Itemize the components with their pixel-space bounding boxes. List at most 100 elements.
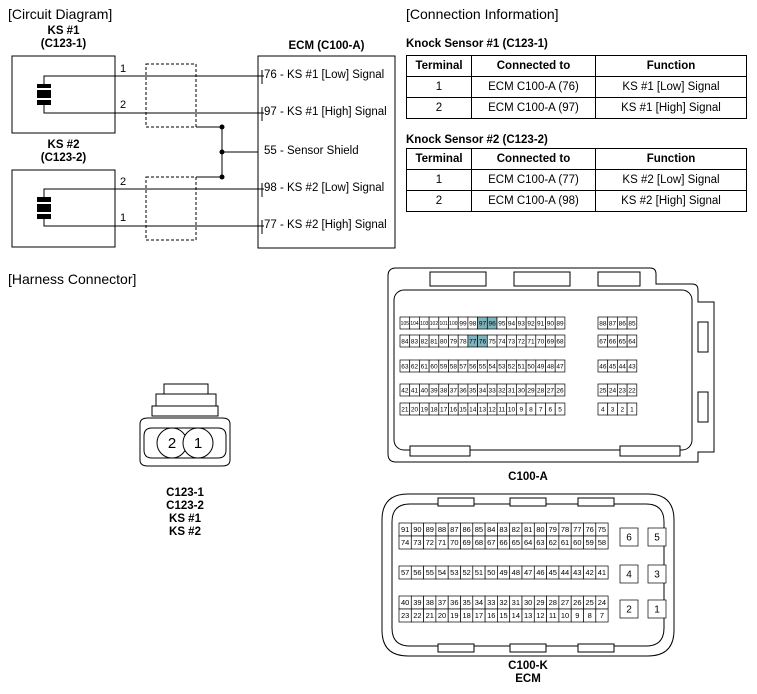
c100k-pin-50-label: 50	[487, 568, 495, 577]
c100k-pin-13-label: 13	[524, 611, 532, 620]
c100a-pin-97-label: 97	[479, 320, 487, 327]
c100a-pin-82-label: 82	[421, 338, 429, 345]
c100a-pin-32-label: 32	[498, 387, 506, 394]
c100a-pin-64-label: 64	[628, 338, 636, 345]
ks1-shield	[145, 63, 197, 128]
cell-function: KS #2 [High] Signal	[595, 190, 747, 212]
c100a-pin-13-label: 13	[479, 406, 487, 413]
c100a-pin-22	[626, 383, 638, 397]
c100k-pin-7	[595, 608, 609, 623]
c100a-pin-79-label: 79	[450, 338, 458, 345]
c100a-pin-47	[554, 359, 566, 373]
c100a-pin-96-label: 96	[489, 320, 497, 327]
c100a-pin-90-label: 90	[547, 320, 555, 327]
c100a-pin-103-label: 103	[420, 321, 429, 327]
c100k-pin-84-label: 84	[487, 525, 495, 534]
c100k-pin-43-label: 43	[573, 568, 581, 577]
cell-function: KS #2 [Low] Signal	[595, 169, 747, 191]
c100k-pin-41	[595, 565, 609, 580]
c100k-pin-81-label: 81	[524, 525, 532, 534]
ks1-connector: (C123-1)	[40, 38, 87, 50]
cell-terminal: 1	[406, 169, 472, 191]
cell-terminal: 2	[406, 190, 472, 212]
cell-terminal: 1	[406, 76, 472, 98]
c100k-pin-33-label: 33	[487, 598, 495, 607]
c100k-pin-57-label: 57	[401, 568, 409, 577]
header-terminal: Terminal	[406, 55, 472, 77]
c100k-pin-90-label: 90	[413, 525, 421, 534]
c100k-pin-67-label: 67	[487, 538, 495, 547]
c100a-pin-55-label: 55	[479, 363, 487, 370]
c100a-pin-101-label: 101	[439, 321, 448, 327]
c100k-pin-53-label: 53	[450, 568, 458, 577]
c100a-pin-61-label: 61	[421, 363, 429, 370]
c100k-pin-82-label: 82	[512, 525, 520, 534]
c100a-pin-1	[626, 402, 638, 416]
c100k-pin-1	[647, 599, 667, 619]
c100a-pin-85	[626, 316, 638, 330]
c100a-pin-62-label: 62	[411, 363, 419, 370]
c100a-pin-12-label: 12	[489, 406, 497, 413]
c100k-pin-3-label: 3	[654, 570, 660, 581]
c100a-pin-20-label: 20	[411, 406, 419, 413]
harness-connector-title: [Harness Connector]	[8, 271, 137, 287]
c100k-pin-49-label: 49	[499, 568, 507, 577]
c100a-label: C100-A	[508, 471, 548, 483]
c100k-pin-71-label: 71	[438, 538, 446, 547]
c100k-pin-59-label: 59	[585, 538, 593, 547]
c100a-pin-31-label: 31	[508, 387, 516, 394]
c100a-pin-8-label: 8	[529, 406, 533, 413]
c100a-pin-54-label: 54	[489, 363, 497, 370]
c100a-pin-60-label: 60	[430, 363, 438, 370]
sensor-label-ks1: KS #1	[169, 513, 201, 525]
cell-function: KS #1 [Low] Signal	[595, 76, 747, 98]
c100a-pin-36-label: 36	[459, 387, 467, 394]
c100a-pin-43	[626, 359, 638, 373]
c100k-pin-54-label: 54	[438, 568, 446, 577]
c100a-pin-33-label: 33	[489, 387, 497, 394]
c100a-pin-80-label: 80	[440, 338, 448, 345]
c100k-pin-24-label: 24	[598, 598, 606, 607]
c100a-pin-89	[554, 316, 566, 330]
c100a-pin-40-label: 40	[421, 387, 429, 394]
c100k-pin-45-label: 45	[549, 568, 557, 577]
c100k-pin-75-label: 75	[598, 525, 606, 534]
c100a-pin-27-label: 27	[547, 387, 555, 394]
circuit-diagram	[11, 55, 396, 249]
c100a-pin-73-label: 73	[508, 338, 516, 345]
c100a-pin-15-label: 15	[459, 406, 467, 413]
c100a-pin-86-label: 86	[619, 320, 627, 327]
c100a-pin-87-label: 87	[609, 320, 617, 327]
c100a-pin-5-label: 5	[558, 406, 562, 413]
c100a-pin-89-label: 89	[556, 320, 564, 327]
ks1-sensor-symbol	[37, 84, 51, 105]
c100k-pin-63-label: 63	[536, 538, 544, 547]
ks1-pin-bottom: 2	[120, 99, 127, 111]
c100a-pin-28-label: 28	[537, 387, 545, 394]
ks2-pin-bottom: 1	[120, 212, 127, 224]
ecm-pin-77: 77 - KS #2 [High] Signal	[264, 219, 387, 231]
c100a-pin-68	[554, 334, 566, 348]
c100k-pin-44-label: 44	[561, 568, 569, 577]
c100k-pin-78-label: 78	[561, 525, 569, 534]
c100k-pin-86-label: 86	[462, 525, 470, 534]
c100k-pin-15-label: 15	[499, 611, 507, 620]
c100a-pin-81-label: 81	[430, 338, 438, 345]
c100a-pin-38-label: 38	[440, 387, 448, 394]
table-row: 1 ECM C100-A (76) KS #1 [Low] Signal	[406, 76, 747, 98]
ks2-connection-table: Terminal Connected to Function 1 ECM C10…	[406, 148, 747, 212]
sensor-label-ks2: KS #2	[169, 526, 201, 538]
c100k-label: C100-K	[508, 660, 548, 672]
c100k-pin-32-label: 32	[499, 598, 507, 607]
c100a-pin-49-label: 49	[537, 363, 545, 370]
table-row: 2 ECM C100-A (98) KS #2 [High] Signal	[406, 190, 747, 212]
c100k-pin-76-label: 76	[585, 525, 593, 534]
c100a-pin-16-label: 16	[450, 406, 458, 413]
ecm-box	[257, 55, 396, 249]
c100k-pin-61-label: 61	[561, 538, 569, 547]
c100k-pin-89-label: 89	[426, 525, 434, 534]
ecm-pin-76: 76 - KS #1 [Low] Signal	[264, 69, 385, 81]
c100a-pin-94-label: 94	[508, 320, 516, 327]
c100a-pin-1-label: 1	[630, 406, 634, 413]
